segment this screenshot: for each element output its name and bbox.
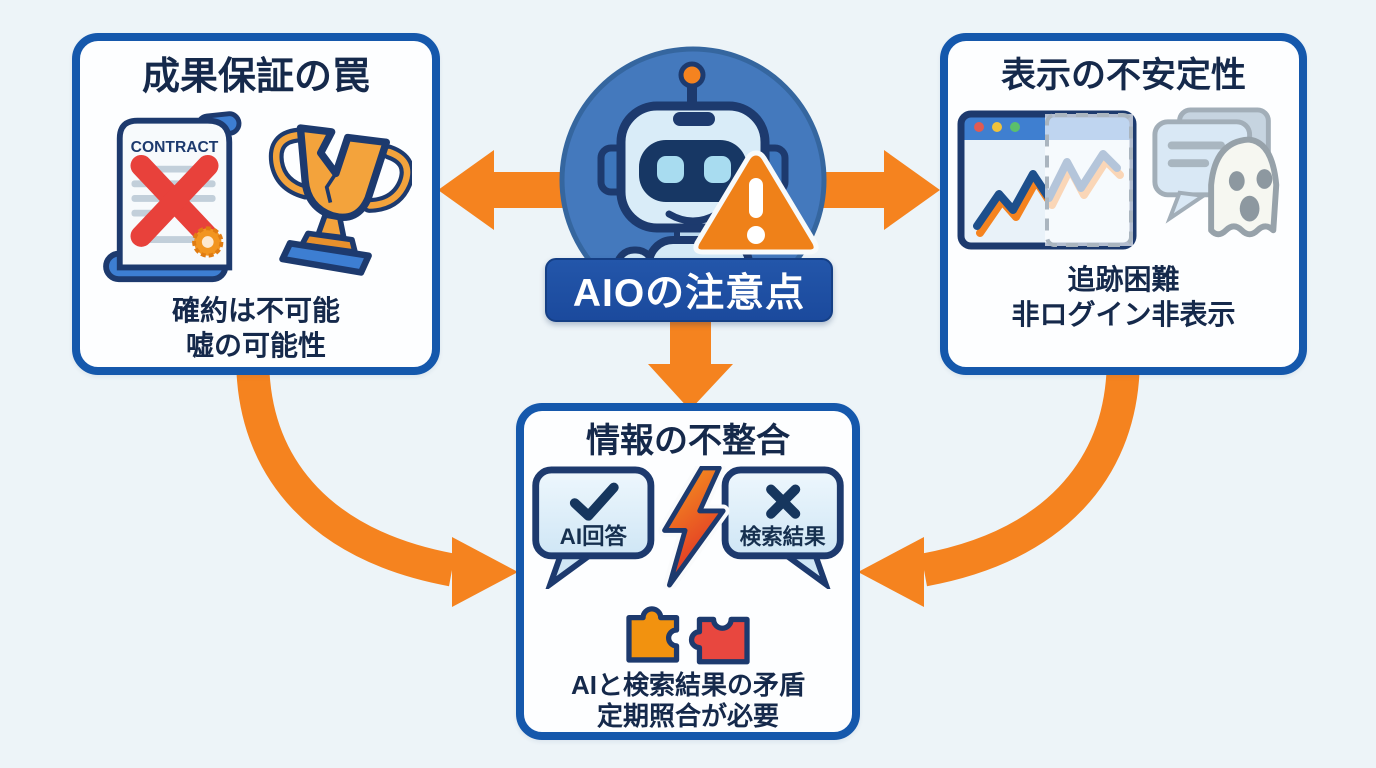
rejected-contract-icon: CONTRACT xyxy=(103,111,242,282)
browser-dot-green xyxy=(1009,121,1020,132)
puzzle-piece-orange xyxy=(626,606,680,663)
contract-seal-center xyxy=(201,235,214,248)
display-instability-caption: 追跡困難 非ログイン非表示 xyxy=(1011,262,1235,332)
information-mismatch-title: 情報の不整合 xyxy=(586,422,790,460)
mismatched-puzzle-icon xyxy=(626,606,750,665)
caption-line: 追跡困難 xyxy=(1067,263,1180,295)
fade-overlay xyxy=(1044,113,1133,246)
arrow-center-to-right-icon xyxy=(768,150,940,230)
caption-line: 非ログイン非表示 xyxy=(1011,298,1236,330)
information-mismatch-box: 情報の不整合 AI回答 検索結果 xyxy=(516,403,860,740)
puzzle-piece-red xyxy=(688,617,750,665)
center-banner-label: AIOの注意点 xyxy=(572,272,806,315)
warning-badge xyxy=(690,148,822,258)
robot-eye-right xyxy=(704,156,731,183)
contract-label: CONTRACT xyxy=(131,139,219,156)
ghost-mouth xyxy=(1239,195,1259,221)
arrow-right-to-bottom-head-icon xyxy=(858,537,924,607)
browser-dot-red xyxy=(973,121,984,132)
display-instability-icons xyxy=(957,106,1291,254)
ai-answer-label: AI回答 xyxy=(560,523,628,549)
fade-dashed-border xyxy=(1044,112,1133,247)
robot-head-hatch xyxy=(673,112,715,126)
display-instability-box: 表示の不安定性 xyxy=(940,33,1307,375)
arrow-right-to-bottom-curve-icon xyxy=(920,370,1140,587)
chat-line xyxy=(1167,158,1209,167)
warning-exclamation-bar xyxy=(749,178,763,218)
robot-eye-left xyxy=(657,156,684,183)
guarantee-trap-icons: CONTRACT xyxy=(100,109,412,285)
trophy-base xyxy=(279,239,372,276)
caption-line: AIと検索結果の矛盾 xyxy=(570,669,805,700)
search-result-label: 検索結果 xyxy=(740,524,826,549)
warning-triangle-icon xyxy=(693,150,819,255)
arrow-left-to-bottom-head-icon xyxy=(452,537,518,607)
ghost-icon xyxy=(1151,106,1279,237)
ghost-eye xyxy=(1228,170,1245,191)
check-icon xyxy=(569,482,619,522)
lightning-icon xyxy=(662,466,726,588)
antenna-ball xyxy=(678,61,706,89)
chat-bubble-tail xyxy=(1165,190,1209,224)
mismatch-bubbles-graphic: AI回答 検索結果 xyxy=(532,466,844,590)
chat-line xyxy=(1167,141,1225,149)
robot-visor xyxy=(639,140,747,202)
caption-line: 確約は不可能 xyxy=(171,294,340,326)
trophy-crack-line xyxy=(324,172,338,203)
center-banner: AIOの注意点 xyxy=(545,258,833,322)
red-cross-icon xyxy=(130,154,219,247)
ghost-body xyxy=(1207,136,1279,237)
information-mismatch-caption: AIと検索結果の矛盾 定期照合が必要 xyxy=(571,670,805,732)
broken-trophy-icon xyxy=(268,124,412,276)
guarantee-trap-title: 成果保証の罠 xyxy=(141,56,370,98)
fading-browser-chart-icon xyxy=(957,110,1136,249)
arrow-left-to-bottom-curve-icon xyxy=(236,370,456,587)
guarantee-trap-box: 成果保証の罠 CONTRACT xyxy=(72,33,440,375)
display-instability-title: 表示の不安定性 xyxy=(1000,56,1246,95)
warning-exclamation-dot xyxy=(747,226,765,244)
guarantee-trap-caption: 確約は不可能 嘘の可能性 xyxy=(172,293,340,363)
arrow-center-to-bottom-icon xyxy=(648,300,733,410)
caption-line: 嘘の可能性 xyxy=(185,329,326,361)
x-icon xyxy=(766,484,801,520)
ghost-eye xyxy=(1256,168,1272,189)
arrow-center-to-left-icon xyxy=(438,150,610,230)
caption-line: 定期照合が必要 xyxy=(596,700,779,731)
browser-dot-yellow xyxy=(991,121,1002,132)
